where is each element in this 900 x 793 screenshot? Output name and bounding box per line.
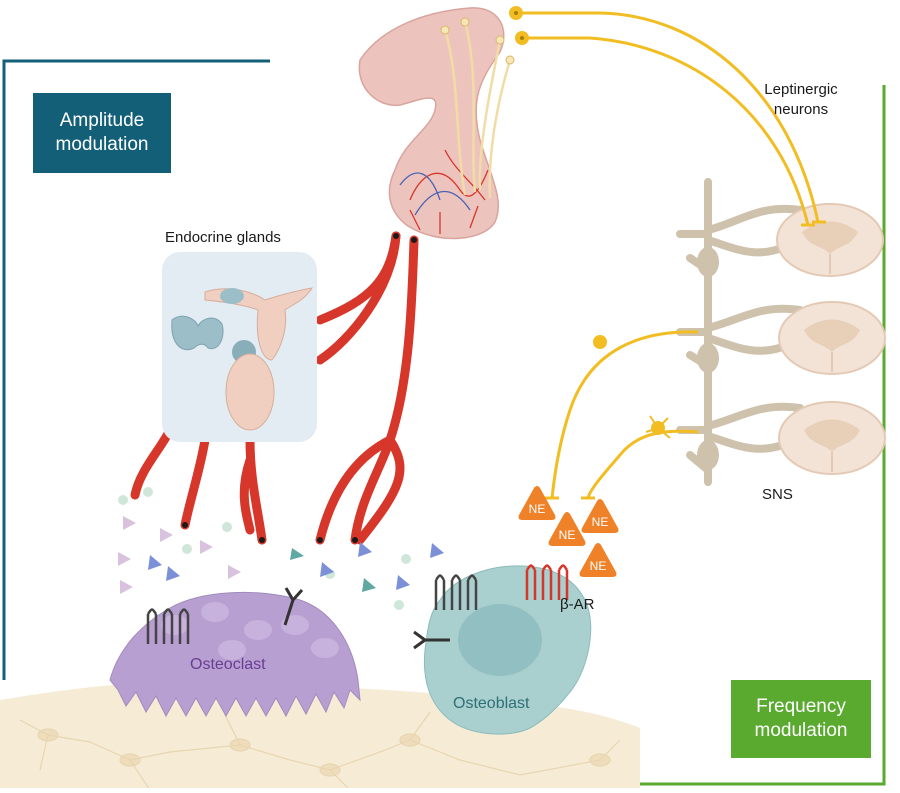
endocrine-glands-label: Endocrine glands [165, 229, 281, 246]
frequency-modulation-box: Frequency modulation [731, 680, 871, 758]
ne-molecule: NE [581, 499, 619, 533]
uterus-ovary [204, 287, 313, 361]
ne-label: NE [590, 559, 607, 573]
beta-ar-label: β-AR [560, 596, 595, 613]
ne-molecule: NE [548, 512, 586, 546]
kidney [225, 353, 275, 431]
sympathetic-ganglia [697, 247, 719, 470]
osteoblast-label: Osteoblast [453, 695, 530, 712]
osteoclast-nuclei [161, 602, 339, 660]
amplitude-line2: modulation [55, 134, 149, 155]
spinal-cord-segments [776, 203, 886, 475]
hypothalamic-neuron-bodies [440, 17, 515, 65]
ne-molecules: NE NE NE NE [518, 486, 619, 577]
ne-label: NE [559, 528, 576, 542]
ne-molecule: NE [518, 486, 556, 520]
frequency-line1: Frequency [756, 696, 846, 717]
hypothalamus-pituitary [358, 7, 505, 240]
hormone-triangles-purple [118, 516, 241, 594]
hormone-triangles-blue [148, 542, 444, 590]
sns-neuron-body-1 [593, 335, 607, 349]
ne-label: NE [529, 502, 546, 516]
sns-efferent-nerves [545, 330, 699, 500]
frequency-line2: modulation [754, 720, 848, 741]
endocrine-glands [171, 287, 313, 431]
gpcr-receptor-osteoclast [146, 608, 190, 644]
leptinergic-line2: neurons [773, 101, 829, 118]
ne-molecule: NE [579, 543, 617, 577]
amplitude-frame [2, 59, 270, 680]
nucleus-dot [520, 36, 524, 40]
amplitude-modulation-box: Amplitude modulation [33, 93, 171, 173]
sns-label: SNS [762, 486, 793, 503]
antibody-receptor-osteoblast [413, 630, 450, 650]
amplitude-line1: Amplitude [59, 110, 145, 131]
beta-adrenergic-receptor [525, 564, 569, 600]
nucleus-dot [514, 11, 518, 15]
hormone-triangles-teal [290, 548, 376, 592]
blood-vessels [130, 231, 419, 545]
ne-label: NE [592, 515, 609, 529]
gpcr-receptor-osteoblast [434, 574, 478, 610]
osteoclast-label: Osteoclast [190, 656, 266, 673]
leptinergic-neurons-label: Leptinergic neurons [742, 80, 860, 120]
neuron-dendrites [645, 415, 671, 439]
osteoblast-nucleus [458, 604, 542, 676]
antibody-receptor-osteoclast [283, 587, 304, 626]
hypothalamic-neurons [443, 21, 512, 199]
vessel-openings [182, 233, 417, 543]
leptinergic-nerves [516, 11, 826, 227]
leptinergic-line1: Leptinergic [764, 81, 838, 98]
ovary [220, 288, 244, 304]
osteocyte-network [19, 711, 621, 791]
thyroid [171, 315, 224, 351]
